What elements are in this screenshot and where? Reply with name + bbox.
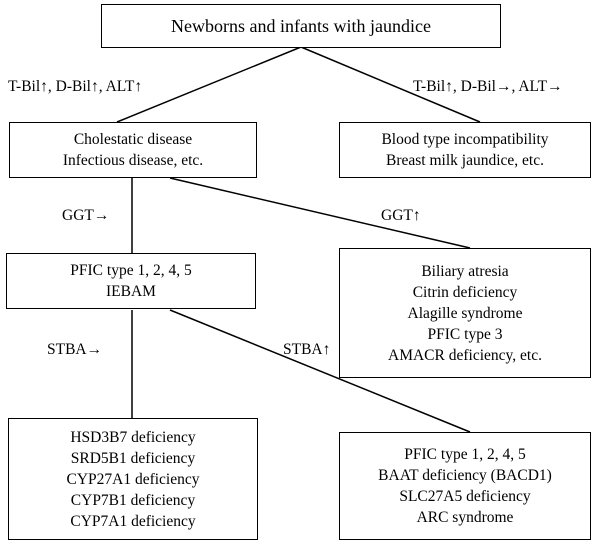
pfic-line-2: IEBAM: [106, 283, 156, 300]
connector-cholestatic-to-biliary: [169, 177, 471, 249]
baat-line-4: ARC syndrome: [416, 509, 514, 526]
hsd-line-4: CYP7B1 deficiency: [70, 491, 196, 509]
connector-pfic-to-baat: [169, 309, 471, 433]
ggt-high-label: GGT↑: [381, 207, 421, 224]
biliary-line-4: PFIC type 3: [427, 325, 503, 343]
blood-type-line-1: Blood type incompatibility: [381, 131, 549, 148]
right-branch-label: T-Bil↑, D-Bil→, ALT→: [413, 78, 563, 95]
left-branch-label: T-Bil↑, D-Bil↑, ALT↑: [8, 78, 143, 95]
blood-type-box: Blood type incompatibility Breast milk j…: [339, 122, 591, 178]
biliary-box: Biliary atresia Citrin deficiency Alagil…: [339, 248, 591, 378]
root-box: Newborns and infants with jaundice: [101, 4, 501, 48]
baat-box: PFIC type 1, 2, 4, 5 BAAT deficiency (BA…: [339, 432, 591, 540]
cholestatic-line-2: Infectious disease, etc.: [62, 152, 204, 169]
baat-line-1: PFIC type 1, 2, 4, 5: [404, 446, 526, 463]
biliary-line-2: Citrin deficiency: [412, 283, 518, 301]
cholestatic-line-1: Cholestatic disease: [73, 131, 193, 148]
connector-root-to-bloodtype: [300, 46, 481, 123]
baat-line-2: BAAT deficiency (BACD1): [378, 467, 552, 484]
hsd-line-2: SRD5B1 deficiency: [70, 449, 196, 467]
biliary-line-1: Biliary atresia: [421, 262, 509, 280]
blood-type-line-2: Breast milk jaundice, etc.: [386, 152, 544, 169]
hsd-line-1: HSD3B7 deficiency: [70, 428, 196, 446]
ggt-normal-label: GGT→: [62, 207, 110, 224]
biliary-line-3: Alagille syndrome: [407, 304, 523, 322]
pfic-box: PFIC type 1, 2, 4, 5 IEBAM: [6, 253, 256, 309]
pfic-line-1: PFIC type 1, 2, 4, 5: [70, 262, 192, 279]
stba-normal-label: STBA→: [47, 341, 103, 358]
hsd-line-3: CYP27A1 deficiency: [66, 470, 200, 488]
root-label: Newborns and infants with jaundice: [171, 16, 431, 36]
biliary-line-5: AMACR deficiency, etc.: [388, 346, 542, 364]
hsd-box: HSD3B7 deficiency SRD5B1 deficiency CYP2…: [8, 418, 258, 540]
cholestatic-box: Cholestatic disease Infectious disease, …: [9, 122, 257, 178]
connector-root-to-cholestatic: [116, 46, 302, 123]
hsd-line-5: CYP7A1 deficiency: [70, 512, 196, 530]
stba-high-label: STBA↑: [283, 341, 331, 358]
baat-line-3: SLC27A5 deficiency: [399, 488, 531, 505]
